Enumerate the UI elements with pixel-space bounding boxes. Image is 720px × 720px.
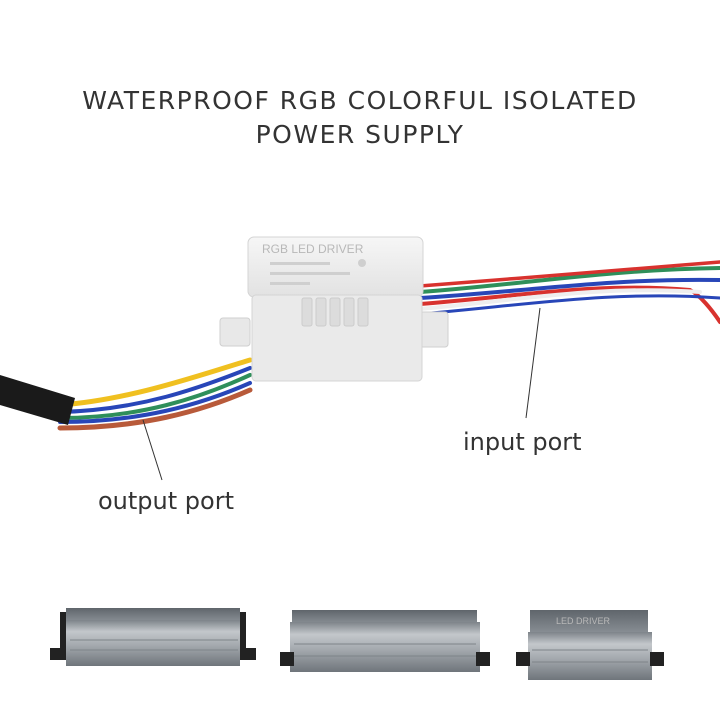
output-port-label: output port — [98, 487, 234, 515]
title-line-1: WATERPROOF RGB COLORFUL ISOLATED — [82, 86, 638, 115]
rgb-led-driver-box: RGB LED DRIVER — [219, 236, 449, 382]
small-driver-label: LED DRIVER — [556, 616, 611, 626]
output-wires — [57, 357, 253, 431]
aluminum-driver-3: LED DRIVER — [516, 610, 664, 680]
input-callout-line — [525, 307, 541, 419]
aluminum-driver-1 — [50, 608, 256, 666]
input-port-label: input port — [463, 428, 582, 456]
title-line-2: POWER SUPPLY — [255, 120, 465, 149]
input-wires — [418, 260, 720, 324]
driver-label: RGB LED DRIVER — [262, 242, 364, 256]
aluminum-driver-2 — [280, 610, 490, 672]
output-callout-line — [142, 419, 163, 481]
black-cable — [0, 375, 75, 425]
page-title: WATERPROOF RGB COLORFUL ISOLATED POWER S… — [0, 84, 720, 152]
